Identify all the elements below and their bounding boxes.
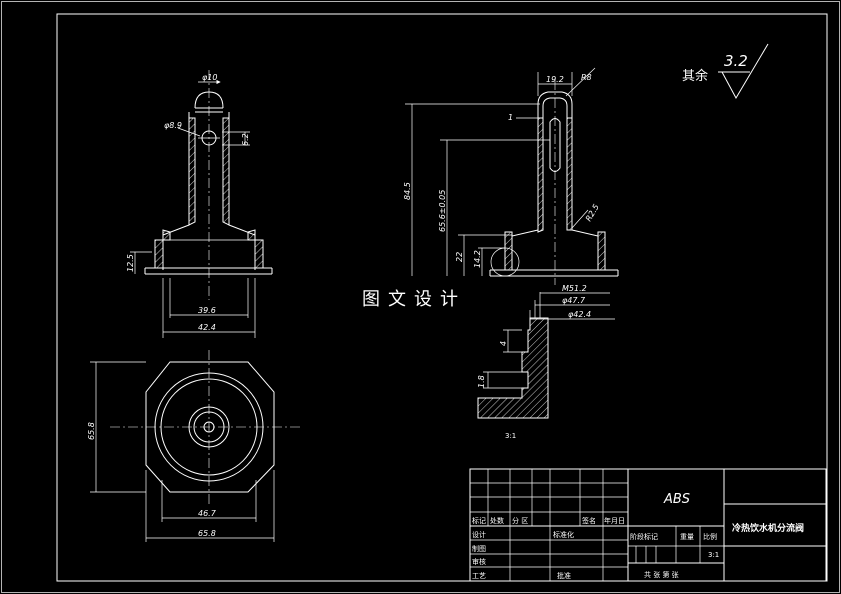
tb-drawing: 制图 bbox=[472, 544, 486, 553]
tb-scale-value: 3:1 bbox=[708, 551, 719, 559]
tb-stage: 阶段标记 bbox=[630, 532, 658, 541]
plan-view: 65.8 46.7 65.8 bbox=[87, 350, 300, 542]
dim-right-22: 22 bbox=[455, 252, 464, 262]
right-section-view: 19.2 R8 1 84.5 65.6±0.05 22 14.2 R2.5 bbox=[403, 67, 619, 285]
part-name: 冷热饮水机分流阀 bbox=[732, 522, 804, 534]
left-elevation-view: φ10 φ8.9 6.2 12.5 39.6 42.4 bbox=[126, 70, 273, 338]
tb-process: 工艺 bbox=[472, 572, 486, 580]
dim-left-424: 42.4 bbox=[198, 323, 216, 332]
tb-check: 审核 bbox=[472, 557, 486, 566]
title-block: ABS 冷热饮水机分流阀 标记 处数 分 区 签名 年月日 设计 标准化 制图 … bbox=[469, 468, 827, 582]
tb-date: 年月日 bbox=[604, 516, 625, 525]
tb-count: 处数 bbox=[490, 516, 504, 525]
dim-left-396: 39.6 bbox=[198, 306, 216, 315]
dim-right-142: 14.2 bbox=[473, 250, 482, 268]
roughness-symbol: 其余 3.2 bbox=[682, 43, 769, 100]
tb-approve: 批准 bbox=[557, 571, 571, 580]
dim-plan-h658: 65.8 bbox=[87, 422, 96, 440]
scale-note: 3:1 bbox=[505, 432, 516, 440]
material-label: ABS bbox=[663, 492, 690, 507]
tb-weight: 重量 bbox=[680, 533, 694, 541]
dim-right-r8: R8 bbox=[581, 73, 592, 82]
dim-top-d89: φ8.9 bbox=[164, 121, 182, 130]
roughness-value: 3.2 bbox=[724, 52, 748, 70]
tb-mark: 标记 bbox=[472, 516, 486, 525]
tb-sheets: 共 张 第 张 bbox=[644, 570, 679, 579]
dim-detail-18: 1.8 bbox=[477, 375, 486, 388]
dim-right-845: 84.5 bbox=[403, 182, 412, 200]
tb-design: 设计 bbox=[472, 530, 486, 539]
dim-top-d10: φ10 bbox=[202, 73, 217, 82]
tb-scale: 比例 bbox=[703, 532, 717, 541]
dim-top-62: 6.2 bbox=[241, 133, 250, 146]
dim-detail-4: 4 bbox=[499, 341, 508, 346]
dim-detail-m512: M51.2 bbox=[562, 284, 587, 293]
dim-right-656: 65.6±0.05 bbox=[438, 190, 447, 232]
dim-right-1: 1 bbox=[508, 113, 513, 122]
tb-zone: 分 区 bbox=[512, 516, 528, 525]
tb-sign: 签名 bbox=[582, 516, 596, 525]
dim-plan-w467: 46.7 bbox=[198, 509, 217, 518]
dim-left-125: 12.5 bbox=[126, 254, 135, 272]
dim-right-192: 19.2 bbox=[546, 75, 564, 84]
dim-detail-d424: φ42.4 bbox=[568, 310, 591, 319]
tb-standard: 标准化 bbox=[553, 530, 574, 539]
roughness-label: 其余 bbox=[682, 68, 708, 84]
watermark-text: 图文设计 bbox=[362, 289, 466, 310]
enlarged-detail: M51.2 φ47.7 φ42.4 4 1.8 3:1 bbox=[477, 284, 615, 440]
dim-plan-w658: 65.8 bbox=[198, 529, 216, 538]
dim-right-r25: R2.5 bbox=[584, 203, 601, 223]
dim-detail-d477: φ47.7 bbox=[562, 296, 586, 305]
